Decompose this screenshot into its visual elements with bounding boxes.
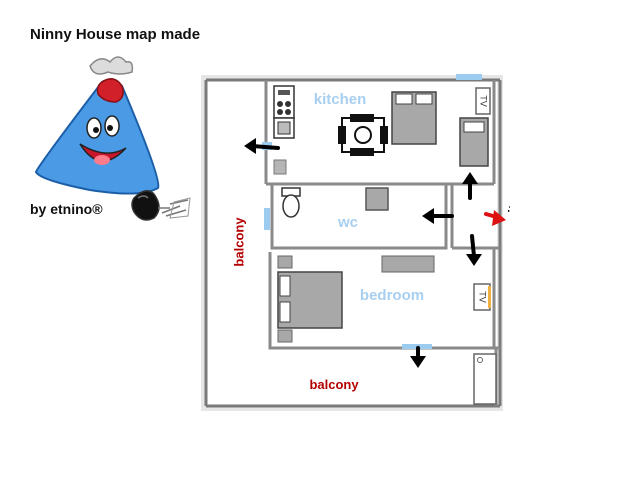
pillow	[395, 93, 413, 105]
room-label-kitchen: kitchen	[314, 91, 367, 108]
tv-bedroom-label: TV	[478, 291, 488, 303]
room-label-wc: wc	[337, 214, 358, 231]
stove-icon	[273, 85, 295, 119]
exit-label: exit	[505, 204, 510, 227]
wardrobe	[381, 255, 435, 273]
outer-walls	[201, 75, 503, 411]
arrow-down-bedroom	[410, 346, 426, 368]
kitchen-furniture: TV	[273, 85, 491, 175]
washbasin	[365, 187, 389, 211]
dining-table	[338, 114, 388, 156]
author-logo	[34, 56, 191, 221]
computer-mouse-icon	[131, 190, 191, 221]
nightstand	[277, 329, 293, 343]
cabinet-shelf	[463, 121, 485, 133]
kitchen-bin	[273, 159, 287, 175]
room-label-balcony-left: balcony	[231, 217, 246, 267]
arrow-exit	[484, 210, 506, 226]
tv-kitchen	[475, 87, 491, 115]
tv-kitchen-label: TV	[479, 95, 489, 107]
wc-furniture	[281, 187, 389, 218]
floor-plan: TV TV kitchen wc bedroom balcony balcony…	[201, 74, 510, 411]
nightstand	[277, 255, 293, 269]
volcano-mascot-icon	[34, 56, 160, 195]
sink-icon	[273, 117, 295, 139]
arrow-up-hall	[462, 172, 478, 200]
arrow-down-hall	[466, 234, 482, 266]
pillow	[415, 93, 433, 105]
bathtub-icon	[473, 353, 497, 405]
arrow-left-wc	[422, 208, 454, 224]
pillow	[279, 275, 291, 297]
pillow	[279, 301, 291, 323]
room-label-bedroom: bedroom	[360, 287, 424, 304]
page-title: Ninny House map made	[30, 26, 201, 43]
navigation-arrows	[244, 138, 506, 368]
toilet-icon	[281, 187, 301, 218]
arrow-left-kitchen	[244, 138, 280, 154]
tv-bedroom-edge	[488, 286, 491, 308]
room-label-balcony-bottom: balcony	[309, 377, 359, 392]
bedroom-furniture: TV	[277, 255, 491, 343]
author-byline: by etnino®	[30, 201, 103, 217]
